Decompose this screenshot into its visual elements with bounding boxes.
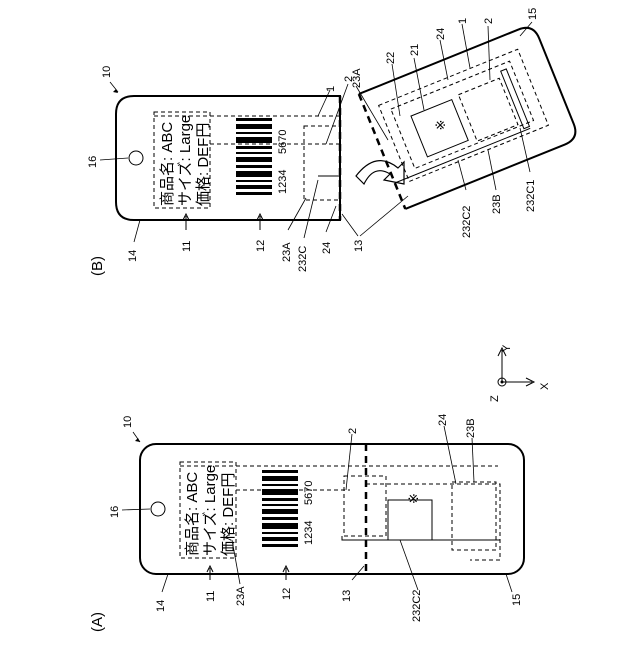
barcode-digits-b-2: 5670 bbox=[277, 130, 289, 154]
leader-16-b bbox=[100, 158, 128, 160]
leader-23a-b-right bbox=[356, 86, 388, 140]
leader-2-a bbox=[346, 434, 352, 490]
leader-15-a bbox=[506, 574, 512, 592]
barcode-digits-a-1: 1234 bbox=[303, 521, 315, 545]
ref-23a-b-left: 23A bbox=[281, 242, 293, 262]
window-23b-b bbox=[458, 78, 518, 141]
ref-12-b: 12 bbox=[255, 240, 267, 252]
leader-24-a bbox=[444, 426, 456, 484]
leader-232c1-b bbox=[520, 128, 530, 172]
leader-13-b-2 bbox=[360, 196, 408, 236]
symbol-b: ※ bbox=[433, 120, 448, 131]
ref-23b-a: 23B bbox=[465, 418, 477, 438]
leader-2-b-right bbox=[488, 26, 490, 80]
barcode-a bbox=[262, 470, 298, 547]
size-b: サイズ: Large bbox=[177, 115, 194, 206]
ref-15-b: 15 bbox=[527, 8, 539, 20]
ref-232c2-a: 232C2 bbox=[411, 590, 423, 622]
ref-1-b: 1 bbox=[325, 86, 337, 92]
ref-10: 10 bbox=[122, 416, 134, 428]
symbol-a: ※ bbox=[406, 493, 421, 504]
panel-b: (B) 10 16 商品名: ABC サイズ: Large 価格: DEF円 bbox=[87, 8, 580, 276]
axis-triad: Y X Z bbox=[489, 344, 551, 402]
leader-1-b-right bbox=[462, 24, 470, 68]
ref-16-a: 16 bbox=[109, 506, 121, 518]
ref-24-a: 24 bbox=[437, 414, 449, 426]
caption-a: (A) bbox=[89, 612, 106, 632]
ref-15-a: 15 bbox=[511, 594, 523, 606]
ref-24-b-left: 24 bbox=[321, 242, 333, 254]
hang-hole-b bbox=[129, 151, 143, 165]
leader-23a-b-left bbox=[288, 198, 306, 230]
product-name-a: 商品名: ABC bbox=[184, 472, 201, 556]
axis-y-label: Y bbox=[501, 344, 513, 352]
ref-232c1-b: 232C1 bbox=[525, 180, 537, 212]
price-a: 価格: DEF円 bbox=[220, 473, 237, 556]
barcode-digits-a-2: 5670 bbox=[303, 481, 315, 505]
arrow-11-b bbox=[183, 214, 189, 230]
y-axis-arrow bbox=[498, 348, 506, 382]
strip-232c2-b bbox=[395, 128, 530, 183]
ref-24-b-right: 24 bbox=[435, 28, 447, 40]
strip-232c2-a bbox=[342, 536, 366, 540]
leader-232c-b bbox=[304, 180, 318, 238]
x-axis-arrow bbox=[502, 378, 534, 386]
barcode-b bbox=[236, 118, 272, 195]
axis-x-label: X bbox=[539, 382, 551, 390]
ref-1-b-right: 1 bbox=[457, 18, 469, 24]
leader-13-b-1 bbox=[342, 214, 358, 236]
ref-2-a: 2 bbox=[347, 428, 359, 434]
symbol-box-a bbox=[388, 500, 432, 540]
panel-a: (A) 10 16 商品名: ABC サイズ: Large 価格: DEF円 bbox=[89, 414, 524, 632]
leader-14-b bbox=[134, 220, 140, 242]
ref-21-b: 21 bbox=[409, 44, 421, 56]
caption-b: (B) bbox=[89, 256, 106, 276]
size-a: サイズ: Large bbox=[202, 465, 219, 556]
window-23a-b bbox=[304, 126, 340, 200]
ref-13-a: 13 bbox=[341, 590, 353, 602]
ref-11-a: 11 bbox=[205, 591, 217, 602]
ref-232c2-b: 232C2 bbox=[461, 206, 473, 238]
barcode-digits-b-1: 1234 bbox=[277, 170, 289, 194]
ref-14-a: 14 bbox=[155, 600, 167, 612]
leader-21-b bbox=[414, 58, 424, 110]
ref-14-b: 14 bbox=[127, 250, 139, 262]
ref-12-a: 12 bbox=[281, 588, 293, 600]
ref-2-b-right: 2 bbox=[483, 18, 495, 24]
leader-14-a bbox=[162, 574, 168, 592]
perforation-13-b-right bbox=[359, 94, 405, 209]
leader-2-b bbox=[326, 84, 348, 144]
hang-hole-a bbox=[151, 502, 165, 516]
arrow-10 bbox=[135, 438, 140, 442]
arrow-12-b bbox=[257, 214, 263, 230]
ref-232c-b: 232C bbox=[297, 246, 309, 272]
price-b: 価格: DEF円 bbox=[195, 123, 212, 206]
leader-1-b bbox=[318, 90, 330, 116]
ref-22-b: 22 bbox=[385, 52, 397, 64]
tag-outline-b-left bbox=[116, 96, 340, 220]
ref-13-b: 13 bbox=[353, 240, 365, 252]
ref-23a-a: 23A bbox=[235, 586, 247, 606]
line-1-b-right bbox=[391, 61, 534, 168]
ref-16-b: 16 bbox=[87, 156, 99, 168]
product-name-b: 商品名: ABC bbox=[159, 122, 176, 206]
leader-16-a bbox=[122, 509, 150, 510]
ref-23b-b: 23B bbox=[491, 194, 503, 214]
rotation-arrow-icon bbox=[356, 161, 404, 184]
leader-232c2-a bbox=[400, 540, 418, 590]
leader-23b-b bbox=[488, 150, 496, 190]
ref-10-b: 10 bbox=[101, 66, 113, 78]
ref-23a-b-right: 23A bbox=[351, 68, 363, 88]
leader-10-b bbox=[110, 82, 118, 92]
ref-11-b: 11 bbox=[181, 241, 193, 252]
axis-z-label: Z bbox=[489, 395, 501, 402]
